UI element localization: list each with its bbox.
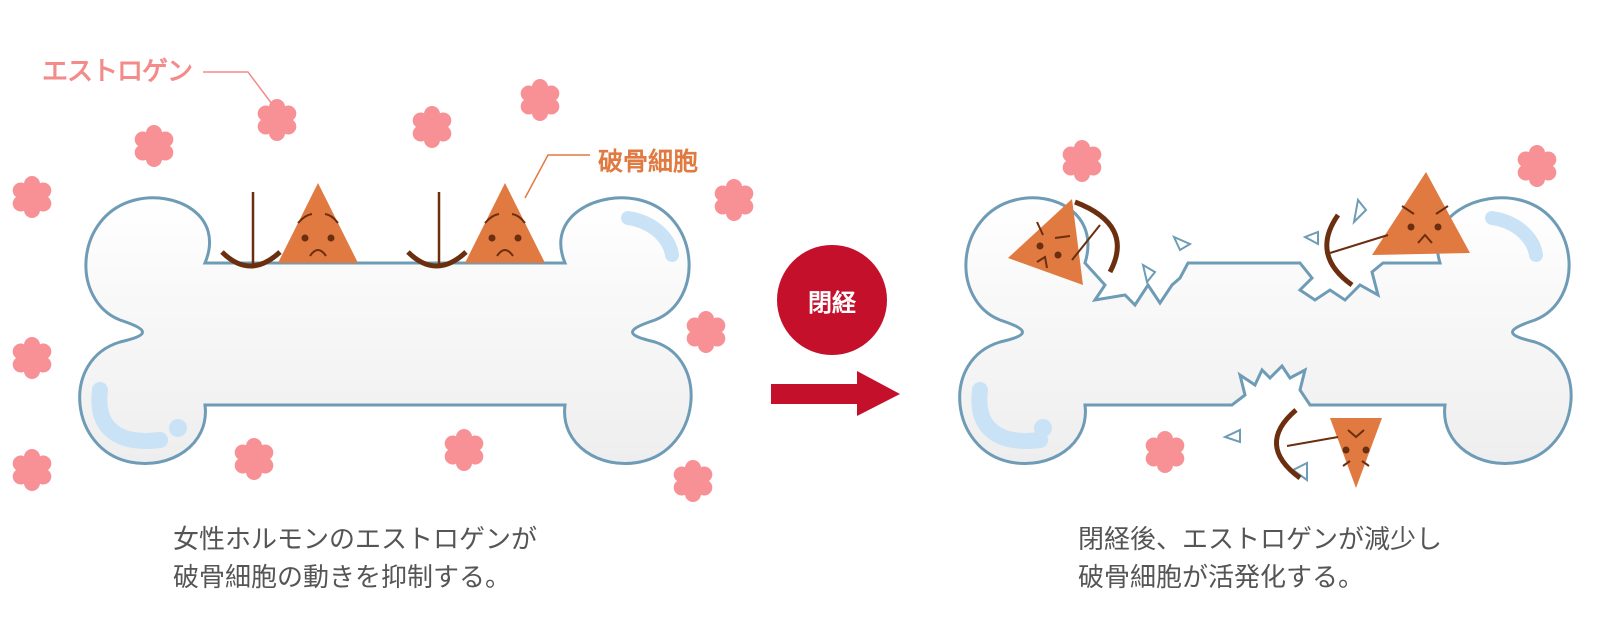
caption-after-line1: 閉経後、エストロゲンが減少し [1078, 525, 1443, 555]
caption-before-line2: 破骨細胞の動きを抑制する。 [173, 563, 512, 593]
osteoclast-leader-line [524, 154, 590, 199]
bone-damaged [958, 196, 1573, 482]
caption-after-line2: 破骨細胞が活発化する。 [1078, 563, 1365, 593]
estrogen-leader-line [203, 71, 273, 105]
osteoclast-inactive-2 [406, 183, 545, 269]
menopause-badge: 閉経 [777, 245, 887, 355]
caption-before: 女性ホルモンのエストロゲンが 破骨細胞の動きを抑制する。 [173, 521, 537, 597]
caption-before-line1: 女性ホルモンのエストロゲンが [173, 525, 538, 555]
estrogen-label: エストロゲン [42, 57, 193, 87]
osteoclast-inactive-1 [220, 183, 358, 269]
osteoclast-active-1 [1008, 199, 1120, 285]
arrow-right-icon [771, 371, 900, 416]
osteoclast-label: 破骨細胞 [598, 147, 699, 176]
osteoclast-active-3 [1274, 408, 1382, 488]
osteoclast-active-2 [1324, 172, 1470, 288]
bone-healthy [78, 196, 693, 465]
caption-after: 閉経後、エストロゲンが減少し 破骨細胞が活発化する。 [1078, 521, 1442, 597]
